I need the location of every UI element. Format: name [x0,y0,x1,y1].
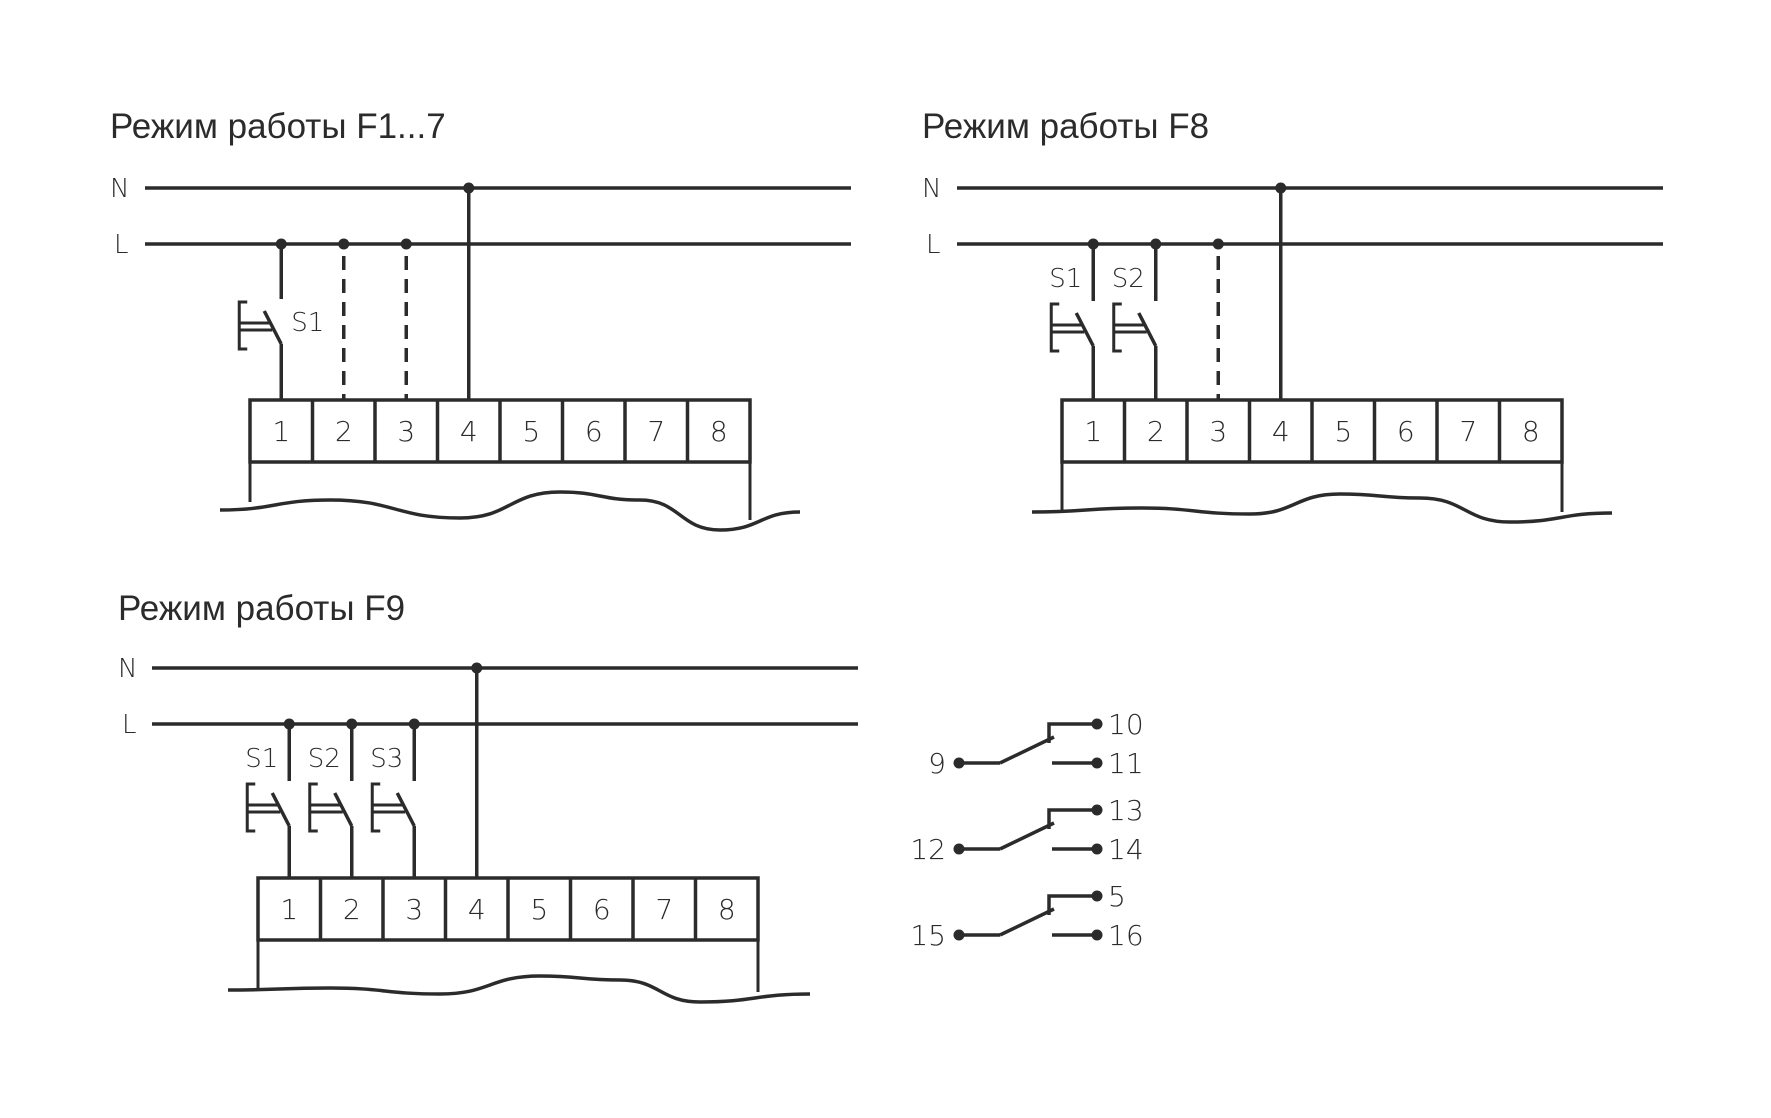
push-button-switch [245,782,291,833]
switch-label: S1 [245,744,278,774]
switch-contact [1137,312,1158,347]
push-button-head [245,782,256,833]
terminal-8: 8 [1522,415,1540,448]
contact-common-label: 12 [910,833,946,866]
terminal-3: 3 [405,893,423,926]
diagram-title: Режим работы F8 [922,107,1209,146]
terminal-dot [1091,929,1103,941]
terminal-8: 8 [718,893,736,926]
push-button-switch [370,782,416,833]
relay-contacts: 9 10 11 12 13 14 15 5 16 [910,708,1143,952]
terminal-dot [1091,757,1103,769]
diagram-f9: Режим работы F9 NL 1 2 3 4 5 6 7 8 S1 S2 S3 [118,589,858,1004]
junction-dot [1212,238,1224,250]
changeover-contact: 15 5 16 [910,880,1143,952]
push-button-switch [1049,302,1095,353]
terminal-1: 1 [280,893,298,926]
terminal-5: 5 [530,893,548,926]
push-button-head [237,300,248,351]
terminal-2: 2 [1147,415,1165,448]
switch-contact [1074,312,1095,347]
switch-label: S2 [308,744,341,774]
terminal-dot [1091,718,1103,730]
nc-contact [1047,894,1097,915]
contact-nc-label: 5 [1108,880,1126,913]
contact-no-label: 16 [1108,919,1144,952]
switch-contact [262,310,283,345]
junction-dot [463,182,475,194]
push-button-head [1112,302,1122,353]
line-bus-label: L [926,230,941,260]
switch-contact [395,792,416,827]
changeover-contact: 9 10 11 [928,708,1143,780]
neutral-bus-label: N [922,174,941,204]
push-button-head [308,782,318,833]
changeover-contact: 12 13 14 [910,794,1143,866]
terminal-block: 1 2 3 4 5 6 7 8 [248,398,752,464]
terminal-1: 1 [272,415,290,448]
junction-dot [471,662,483,674]
terminal-7: 7 [1459,415,1477,448]
neutral-bus-label: N [110,174,129,204]
diagram-f8: Режим работы F8 NL 1 2 3 4 5 6 7 8 S1 S2 [922,107,1663,524]
contact-nc-label: 10 [1108,708,1144,741]
switch-contact [333,792,354,827]
line-bus-label: L [122,710,137,740]
push-button-switch [1112,302,1158,353]
terminal-block: 1 2 3 4 5 6 7 8 [256,876,760,942]
push-button-switch [308,782,354,833]
terminal-5: 5 [1334,415,1352,448]
terminal-1: 1 [1084,415,1102,448]
terminal-2: 2 [343,893,361,926]
contact-blade [999,821,1055,851]
diagram-f1-7: Режим работы F1...7NL 1 2 3 4 5 6 7 8 S1 [110,107,851,532]
line-bus-label: L [114,230,129,260]
contact-no-label: 14 [1108,833,1144,866]
contact-blade [999,907,1055,937]
terminal-5: 5 [522,415,540,448]
neutral-bus-label: N [118,654,137,684]
contact-common-label: 15 [910,919,946,952]
terminal-4: 4 [1272,415,1290,448]
device-break-line [227,974,811,1004]
terminal-dot [1091,890,1103,902]
terminal-2: 2 [335,415,353,448]
terminal-6: 6 [1397,415,1415,448]
nc-contact [1047,808,1097,829]
diagram-title: Режим работы F1...7 [110,107,446,146]
contact-blade [999,735,1055,765]
nc-contact [1047,722,1097,743]
switch-contact [270,792,291,827]
junction-dot [1275,182,1287,194]
switch-label: S2 [1112,264,1145,294]
terminal-3: 3 [397,415,415,448]
contact-no-label: 11 [1108,747,1144,780]
terminal-7: 7 [655,893,673,926]
device-break-line [1031,492,1613,524]
terminal-dot [1091,804,1103,816]
switch-label: S3 [370,744,403,774]
terminal-dot [1091,843,1103,855]
device-break-line [219,490,801,532]
push-button-switch [237,300,283,351]
terminal-8: 8 [710,415,728,448]
terminal-block: 1 2 3 4 5 6 7 8 [1060,398,1564,464]
push-button-head [370,782,381,833]
push-button-head [1049,302,1060,353]
terminal-6: 6 [593,893,611,926]
terminal-3: 3 [1209,415,1227,448]
contact-common-label: 9 [928,747,946,780]
terminal-7: 7 [647,415,665,448]
terminal-6: 6 [585,415,603,448]
contact-nc-label: 13 [1108,794,1144,827]
switch-label: S1 [291,308,324,338]
terminal-4: 4 [468,893,486,926]
junction-dot [338,238,350,250]
terminal-4: 4 [460,415,478,448]
diagram-title: Режим работы F9 [118,589,405,628]
junction-dot [400,238,412,250]
switch-label: S1 [1049,264,1082,294]
